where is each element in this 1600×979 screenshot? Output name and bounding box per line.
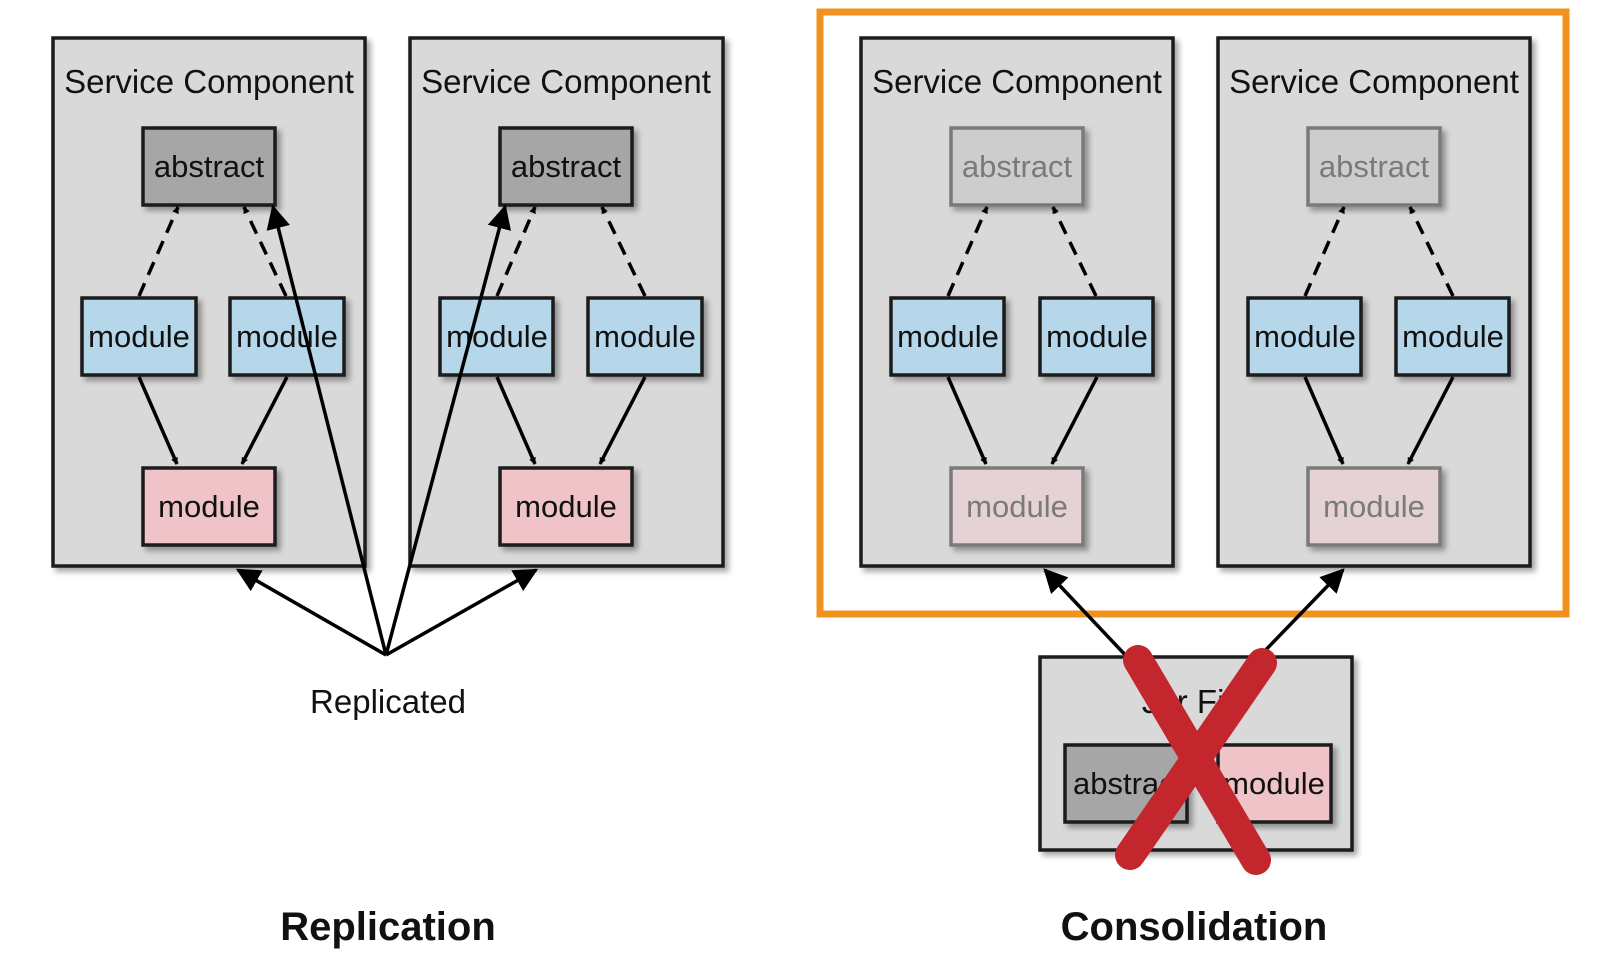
solid-arrow (1303, 376, 1345, 465)
dashed-arrow (242, 206, 288, 297)
dashed-arrow (600, 206, 647, 297)
jar-module-label: module (1223, 766, 1325, 801)
component-title: Service Component (1229, 63, 1519, 100)
solid-arrow (598, 376, 647, 465)
arrow-to-component-1 (235, 568, 387, 657)
replicated-label: Replicated (310, 683, 466, 720)
module-label: module (1402, 319, 1504, 354)
module-box-right (1038, 296, 1155, 377)
solid-arrow (137, 376, 179, 465)
dashed-arrow (1408, 206, 1455, 297)
solid-arrow (1406, 376, 1455, 465)
module-label: module (515, 489, 617, 524)
abstract-label: abstract (511, 149, 622, 184)
abstract-label: abstract (962, 149, 1073, 184)
module-label: module (1254, 319, 1356, 354)
dashed-arrow (1303, 206, 1346, 297)
arrow-jar-to-component-2 (1254, 568, 1345, 662)
module-label: module (446, 319, 548, 354)
solid-arrow (946, 376, 988, 465)
module-box-bottom (141, 466, 277, 547)
arrow-to-abstract-1 (266, 204, 388, 656)
abstract-label: abstract (1319, 149, 1430, 184)
module-label: module (897, 319, 999, 354)
module-box-right (1394, 296, 1511, 377)
solid-arrow (1050, 376, 1099, 465)
replication-caption: Replication (280, 905, 496, 949)
service-component-consolidation-1: Service Component abstract module module… (859, 36, 1175, 568)
module-label: module (966, 489, 1068, 524)
module-label: module (1323, 489, 1425, 524)
consolidation-caption: Consolidation (1061, 905, 1328, 949)
module-label: module (1046, 319, 1148, 354)
module-box-bottom (498, 466, 634, 547)
dashed-arrow (495, 206, 537, 297)
module-box-right (228, 296, 346, 377)
module-label: module (236, 319, 338, 354)
cross-stroke (1115, 648, 1277, 870)
component-title: Service Component (872, 63, 1162, 100)
service-component-replication-2: Service Component abstract module module… (408, 36, 725, 568)
dashed-arrow (946, 206, 989, 297)
abstract-box (141, 126, 277, 207)
module-label: module (88, 319, 190, 354)
module-box-left (438, 296, 555, 377)
solid-arrow (495, 376, 537, 465)
module-box-left (889, 296, 1006, 377)
highlight-frame (816, 8, 1570, 618)
replicated-arrows (235, 204, 539, 657)
solid-arrow (240, 376, 289, 465)
dashed-arrow (137, 206, 180, 297)
abstract-box-faded (949, 126, 1085, 207)
abstract-box (498, 126, 634, 207)
service-component-consolidation-2: Service Component abstract module module… (1216, 36, 1532, 568)
module-box-left (1246, 296, 1363, 377)
module-box-right (586, 296, 704, 377)
abstract-label: abstract (154, 149, 265, 184)
module-box-bottom-faded (949, 466, 1085, 547)
component-title: Service Component (64, 63, 354, 100)
abstract-box-faded (1306, 126, 1442, 207)
service-component-replication-1: Service Component abstract module module… (51, 36, 367, 568)
consolidation-section: Service Component abstract module module… (816, 8, 1570, 949)
dashed-arrow (1051, 206, 1098, 297)
cross-out-mark (1115, 645, 1277, 875)
module-box-left (80, 296, 198, 377)
module-box-bottom-faded (1306, 466, 1442, 547)
arrow-to-component-2 (385, 568, 539, 657)
arrow-jar-to-component-1 (1043, 568, 1132, 662)
component-title: Service Component (421, 63, 711, 100)
module-label: module (158, 489, 260, 524)
replication-section: Service Component abstract module module… (51, 36, 725, 949)
module-label: module (594, 319, 696, 354)
arrow-to-abstract-2 (384, 204, 512, 656)
